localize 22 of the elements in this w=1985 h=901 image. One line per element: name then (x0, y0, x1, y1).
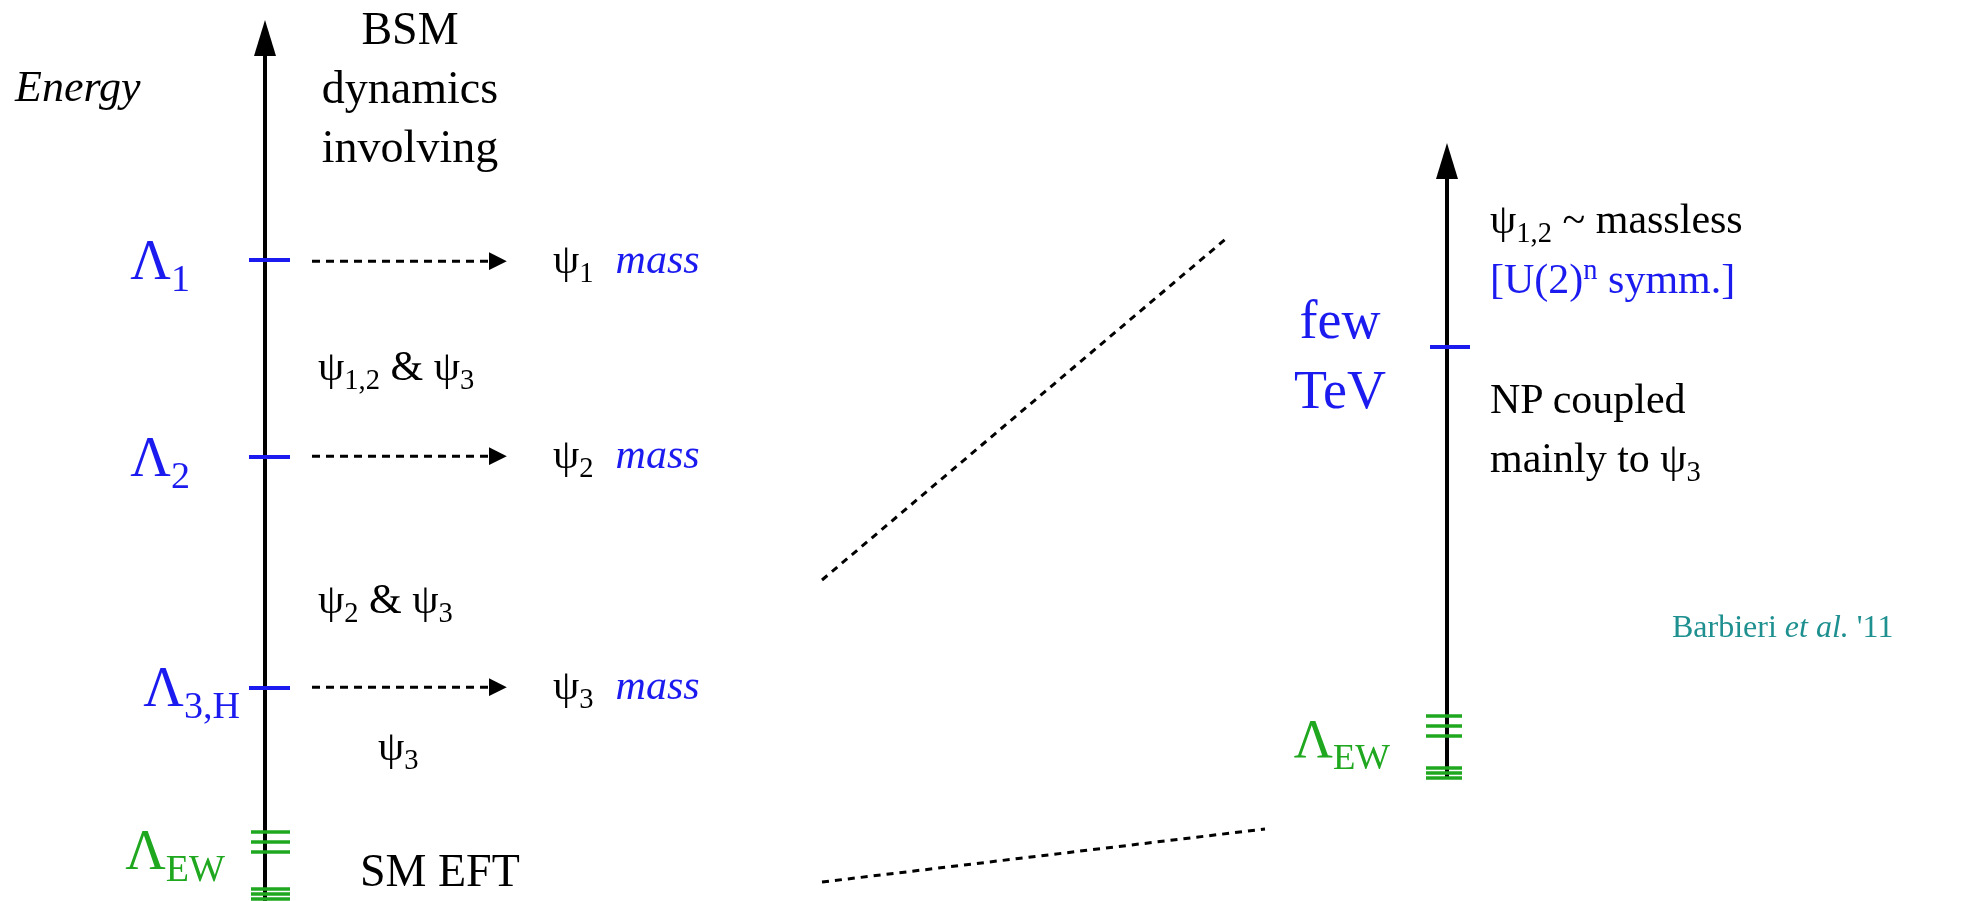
scale-label: few TeV (1292, 289, 1388, 423)
region-label: SM EFT (360, 845, 520, 898)
symmetry-note: [U(2)$^{n}$ symm.] (1490, 255, 1736, 304)
mass-label: mass (615, 235, 700, 284)
dashed-arrow (312, 447, 507, 466)
citation: Barbieri et al. '11 (1672, 608, 1894, 645)
mass-label: mass (615, 430, 700, 479)
region-label: NP coupled mainly to ψ$_{3}$ (1490, 375, 1702, 488)
field-symbol: ψ$_{3}$ (553, 661, 594, 710)
field-symbol: ψ$_{2}$ (553, 430, 594, 479)
dashed-arrow (312, 252, 507, 271)
field-symbol: ψ$_{1}$ (553, 235, 594, 284)
axis-title: Energy (15, 62, 141, 113)
dashed-arrow (312, 678, 507, 697)
scale-label: Λ$_{2}$ (129, 425, 190, 490)
region-label: ψ$_{2}$ & ψ$_{3}$ (318, 575, 453, 624)
region-label: ψ$_{3}$ (378, 722, 419, 771)
scale-label: Λ$_{EW}$ (124, 818, 225, 883)
mass-label: mass (615, 661, 700, 710)
scale-label: Λ$_{EW}$ (1292, 708, 1390, 771)
scale-label: Λ$_{1}$ (129, 228, 190, 293)
region-label: BSM dynamics involving (320, 2, 500, 174)
